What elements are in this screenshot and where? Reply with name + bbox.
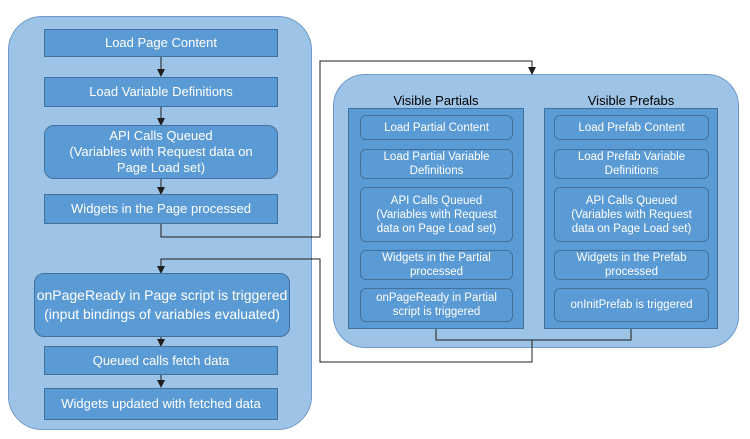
api-calls-queued-box: API Calls Queued (Variables with Request… <box>44 125 278 179</box>
partial-ready-line-1: onPageReady in Partial <box>376 292 497 304</box>
load-partial-content-box: Load Partial Content <box>360 115 513 140</box>
partial-widgets-line-1: Widgets in the Partial <box>382 252 491 264</box>
visible-prefabs-title: Visible Prefabs <box>587 93 675 108</box>
partial-api-calls-line-2: (Variables with Request <box>376 208 497 221</box>
load-partial-content-label: Load Partial Content <box>384 121 489 134</box>
load-partial-variables-box: Load Partial Variable Definitions <box>360 149 513 179</box>
prefab-widgets-line-2: processed <box>604 266 659 278</box>
load-prefab-content-box: Load Prefab Content <box>554 115 709 140</box>
on-page-ready-box: onPageReady in Page script is triggered … <box>34 273 290 337</box>
prefab-widgets-box: Widgets in the Prefab processed <box>554 250 709 280</box>
api-calls-queued-line-2: (Variables with Request data on <box>69 144 253 159</box>
visible-partials-title: Visible Partials <box>393 93 479 108</box>
on-page-ready-line-2: (input bindings of variables evaluated) <box>44 306 280 322</box>
load-page-content-label: Load Page Content <box>104 35 218 50</box>
load-prefab-variables-line-2: Definitions <box>604 165 659 177</box>
prefab-widgets-line-1: Widgets in the Prefab <box>576 252 687 264</box>
widgets-page-processed-label: Widgets in the Page processed <box>71 201 251 216</box>
load-variable-definitions-box: Load Variable Definitions <box>44 77 278 107</box>
load-prefab-content-label: Load Prefab Content <box>578 121 685 134</box>
on-page-ready-line-1: onPageReady in Page script is triggered <box>36 287 288 303</box>
api-calls-queued-line-3: Page Load set) <box>116 160 206 175</box>
widgets-updated-label: Widgets updated with fetched data <box>61 396 261 411</box>
load-partial-variables-line-1: Load Partial Variable <box>383 151 490 163</box>
widgets-page-processed-box: Widgets in the Page processed <box>44 194 278 224</box>
prefab-init-box: onInitPrefab is triggered <box>554 288 709 322</box>
partial-api-calls-line-3: data on Page Load set) <box>376 222 497 235</box>
api-calls-queued-line-1: API Calls Queued <box>109 128 213 143</box>
prefab-api-calls-line-3: data on Page Load set) <box>571 222 692 235</box>
queued-calls-label: Queued calls fetch data <box>92 352 230 368</box>
queued-calls-box: Queued calls fetch data <box>44 346 278 375</box>
prefab-api-calls-line-2: (Variables with Request <box>571 208 692 221</box>
load-page-content-box: Load Page Content <box>44 29 278 57</box>
load-partial-variables-line-2: Definitions <box>409 165 464 177</box>
widgets-updated-box: Widgets updated with fetched data <box>44 388 278 420</box>
partial-api-calls-box: API Calls Queued (Variables with Request… <box>360 187 513 242</box>
load-prefab-variables-box: Load Prefab Variable Definitions <box>554 149 709 179</box>
prefab-init-label: onInitPrefab is triggered <box>570 299 693 311</box>
prefab-api-calls-line-1: API Calls Queued <box>585 194 678 207</box>
load-variable-definitions-label: Load Variable Definitions <box>89 84 233 99</box>
partial-widgets-line-2: processed <box>409 266 464 278</box>
partial-widgets-box: Widgets in the Partial processed <box>360 250 513 280</box>
prefab-api-calls-box: API Calls Queued (Variables with Request… <box>554 187 709 242</box>
partial-api-calls-line-1: API Calls Queued <box>390 194 483 207</box>
partial-ready-line-2: script is triggered <box>392 306 481 318</box>
load-prefab-variables-line-1: Load Prefab Variable <box>577 151 686 163</box>
partial-ready-box: onPageReady in Partial script is trigger… <box>360 288 513 322</box>
